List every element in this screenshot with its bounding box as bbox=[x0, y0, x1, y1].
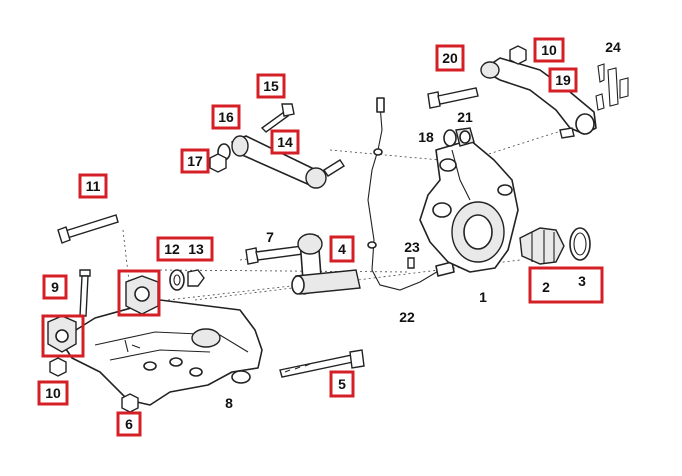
callout-10-lower: 10 bbox=[37, 380, 69, 406]
svg-text:12: 12 bbox=[164, 241, 180, 257]
callout-14: 14 bbox=[270, 129, 300, 155]
callout-9: 9 bbox=[42, 274, 68, 300]
bolt-9 bbox=[79, 269, 91, 317]
svg-text:2: 2 bbox=[542, 279, 550, 295]
highlight-parts-2-3 bbox=[528, 266, 604, 304]
washer-18 bbox=[443, 129, 457, 147]
bolt-15 bbox=[260, 103, 295, 133]
callout-2-3: 2 3 bbox=[542, 273, 586, 295]
nut-10-lower bbox=[49, 357, 67, 377]
callout-17: 17 bbox=[180, 148, 210, 174]
nut-10-upper bbox=[509, 45, 527, 65]
label-18: 18 bbox=[418, 129, 434, 145]
svg-text:15: 15 bbox=[263, 78, 279, 94]
callout-4: 4 bbox=[329, 235, 355, 263]
callout-12-13: 12 13 bbox=[156, 236, 214, 262]
clips-24 bbox=[595, 63, 629, 111]
svg-text:6: 6 bbox=[125, 416, 133, 432]
callout-11: 11 bbox=[78, 173, 108, 199]
svg-text:10: 10 bbox=[45, 385, 61, 401]
label-23: 23 bbox=[404, 239, 420, 255]
label-1: 1 bbox=[479, 289, 487, 305]
bushing-21 bbox=[455, 127, 475, 147]
svg-text:16: 16 bbox=[218, 109, 234, 125]
boot-2 bbox=[519, 227, 565, 265]
callout-10-upper: 10 bbox=[533, 37, 565, 63]
svg-text:4: 4 bbox=[338, 241, 346, 257]
svg-text:10: 10 bbox=[541, 42, 557, 58]
svg-text:9: 9 bbox=[51, 279, 59, 295]
bolt-20 bbox=[427, 87, 479, 109]
svg-text:13: 13 bbox=[188, 241, 204, 257]
svg-text:14: 14 bbox=[277, 134, 293, 150]
highlight-bushing-front bbox=[41, 314, 85, 358]
link-14 bbox=[231, 135, 345, 189]
ring-3 bbox=[569, 227, 591, 261]
label-21: 21 bbox=[457, 109, 473, 125]
callout-5: 5 bbox=[329, 370, 355, 398]
svg-text:5: 5 bbox=[338, 376, 346, 392]
callout-16: 16 bbox=[211, 104, 241, 130]
toe-link-4 bbox=[291, 233, 361, 295]
subframe-bushing-front bbox=[47, 315, 77, 353]
highlight-bushing-rear bbox=[117, 269, 161, 317]
control-arm-19 bbox=[480, 57, 597, 139]
screw-23 bbox=[407, 257, 415, 269]
subframe bbox=[59, 299, 263, 406]
callout-15: 15 bbox=[256, 73, 286, 99]
sensor-wire-22 bbox=[367, 97, 455, 291]
subframe-bushing-rear bbox=[125, 275, 159, 315]
callout-6: 6 bbox=[116, 411, 142, 437]
label-8: 8 bbox=[225, 395, 233, 411]
callout-20: 20 bbox=[435, 44, 465, 72]
svg-text:3: 3 bbox=[578, 273, 586, 289]
bolt-7 bbox=[245, 245, 304, 265]
nut-6 bbox=[121, 393, 139, 413]
bolt-5 bbox=[279, 349, 365, 378]
svg-text:11: 11 bbox=[86, 178, 101, 194]
label-22: 22 bbox=[399, 309, 415, 325]
bolt-11 bbox=[57, 214, 119, 244]
svg-text:17: 17 bbox=[187, 153, 203, 169]
svg-text:20: 20 bbox=[442, 50, 458, 66]
washer-12 bbox=[169, 269, 185, 291]
nut-13 bbox=[187, 269, 205, 287]
label-7: 7 bbox=[266, 229, 274, 245]
wheel-carrier-1 bbox=[419, 139, 519, 273]
svg-text:19: 19 bbox=[555, 72, 571, 88]
nut-17 bbox=[209, 153, 227, 173]
callout-19: 19 bbox=[548, 67, 578, 93]
label-24: 24 bbox=[605, 39, 621, 55]
